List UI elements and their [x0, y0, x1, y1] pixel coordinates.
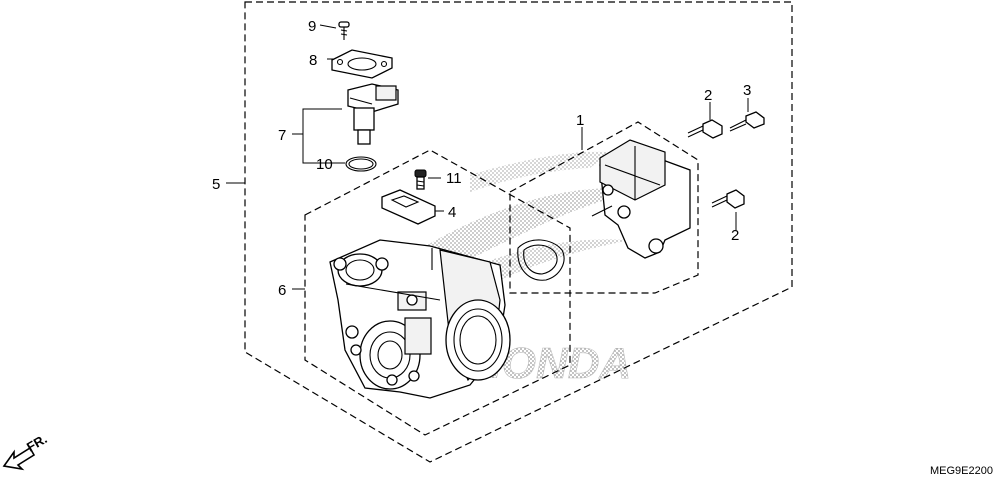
callout-7: 7 — [278, 127, 286, 144]
callout-3: 3 — [743, 82, 751, 99]
leader-lines — [226, 24, 749, 290]
callout-9: 9 — [308, 18, 316, 35]
diagram-code: MEG9E2200 — [930, 465, 993, 477]
part-3-screw — [729, 111, 765, 132]
part-9-screw — [338, 21, 350, 40]
assembly-boundary — [244, 1, 793, 463]
callout-2-upper: 2 — [704, 87, 712, 104]
part-2-bolt-upper — [687, 119, 723, 139]
sensor-gasket — [517, 239, 565, 281]
part-4-bracket — [381, 189, 436, 225]
callout-8: 8 — [309, 52, 317, 69]
callout-5: 5 — [212, 176, 220, 193]
part-11-bolt — [414, 169, 427, 190]
part-2-bolt-lower — [711, 189, 745, 209]
front-direction-indicator: FR. — [2, 431, 50, 471]
front-arrow-icon — [2, 446, 36, 471]
part-1-sensor-unit — [591, 139, 691, 259]
callout-11: 11 — [446, 170, 462, 187]
callout-labels: 1 2 2 3 4 5 6 7 8 9 10 11 — [212, 18, 751, 299]
part-8-gasket — [331, 49, 393, 79]
part-10-o-ring — [345, 156, 377, 172]
sensor-unit-boundary — [509, 121, 699, 294]
callout-1: 1 — [576, 112, 584, 129]
part-6-throttle-body — [329, 239, 511, 399]
callout-4: 4 — [448, 204, 456, 221]
throttle-body-boundary — [304, 149, 571, 436]
callout-10: 10 — [316, 156, 333, 173]
callout-2-lower: 2 — [731, 227, 739, 244]
callout-6: 6 — [278, 282, 286, 299]
part-7-sensor — [347, 83, 399, 145]
